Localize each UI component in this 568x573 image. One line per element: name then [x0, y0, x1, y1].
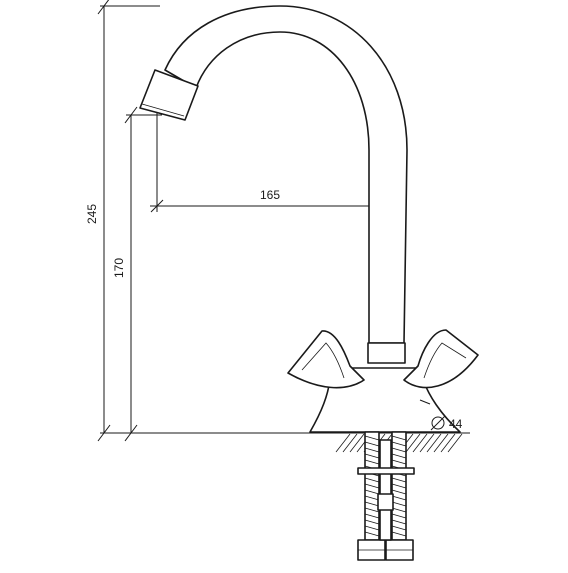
- left-hose-braid: [364, 435, 380, 537]
- braid-line: [391, 435, 407, 441]
- total-height-label: 245: [85, 204, 99, 224]
- braid-line: [364, 501, 380, 507]
- spout-height-label: 170: [112, 258, 126, 278]
- braid-line: [391, 519, 407, 525]
- diameter-symbol-circle: [431, 416, 445, 430]
- hatch-line: [349, 433, 365, 453]
- left-handle-shape: [287, 330, 365, 389]
- braid-line: [364, 513, 380, 519]
- aerator-line: [141, 103, 185, 117]
- braid-line: [391, 495, 407, 501]
- tick-mark: [150, 199, 164, 213]
- hatch-line: [342, 433, 358, 453]
- hatch-line: [412, 433, 428, 453]
- braid-line: [391, 477, 407, 483]
- braid-line: [391, 441, 407, 447]
- hatch-line: [335, 433, 351, 453]
- dimension-spout-reach: 165: [150, 112, 392, 214]
- braid-line: [364, 489, 380, 495]
- braid-line: [364, 477, 380, 483]
- base-diameter-label: 44: [449, 417, 463, 431]
- hatch-line: [405, 433, 421, 453]
- braid-line: [364, 531, 380, 537]
- body-collar: [367, 342, 406, 364]
- left-handle: [287, 330, 365, 389]
- braid-line: [364, 507, 380, 513]
- right-handle: [403, 329, 479, 389]
- diameter-symbol-slash: [430, 415, 446, 431]
- tick-mark: [97, 0, 110, 15]
- braid-line: [364, 441, 380, 447]
- mounting-washer: [357, 467, 415, 475]
- hatch-line: [447, 433, 463, 453]
- dimension-spout-height: 170: [112, 106, 162, 442]
- stud-nut: [377, 493, 394, 511]
- supply-hose-left: [357, 431, 386, 561]
- mounting-stud: [357, 439, 415, 541]
- dimension-base-diameter: 44: [419, 399, 463, 431]
- braid-line: [364, 525, 380, 531]
- faucet-spout: [139, 5, 408, 344]
- braid-line: [364, 519, 380, 525]
- braid-line: [391, 525, 407, 531]
- leader-line: [419, 399, 431, 405]
- tick-mark: [124, 106, 138, 124]
- spout-tube: [164, 5, 408, 344]
- braid-line: [364, 483, 380, 489]
- braid-line: [364, 459, 380, 465]
- braid-line: [391, 507, 407, 513]
- hatch-line: [426, 433, 442, 453]
- braid-line: [364, 495, 380, 501]
- braid-line: [391, 501, 407, 507]
- spout-reach-label: 165: [260, 188, 280, 202]
- braid-line: [364, 435, 380, 441]
- braid-line: [391, 453, 407, 459]
- braid-line: [391, 447, 407, 453]
- left-handle-facet: [301, 342, 345, 379]
- braid-line: [391, 531, 407, 537]
- stud-rod: [379, 439, 392, 541]
- dimension-total-height: 245: [85, 0, 160, 442]
- hatch-line: [419, 433, 435, 453]
- hatch-line: [433, 433, 449, 453]
- right-handle-shape: [403, 329, 479, 389]
- hatch-line: [440, 433, 456, 453]
- right-handle-facet: [423, 342, 467, 379]
- braid-line: [391, 489, 407, 495]
- braid-line: [364, 447, 380, 453]
- supply-hose-right: [385, 431, 414, 561]
- braid-line: [391, 513, 407, 519]
- braid-line: [391, 459, 407, 465]
- braid-line: [391, 483, 407, 489]
- braid-line: [364, 453, 380, 459]
